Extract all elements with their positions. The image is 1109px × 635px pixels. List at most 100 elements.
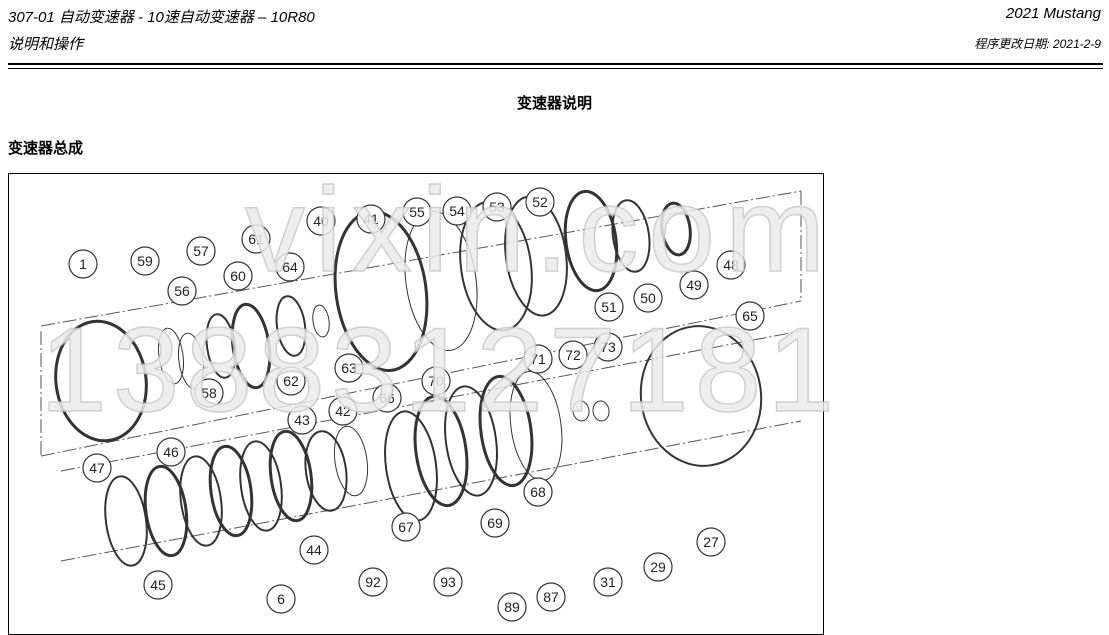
callout-circle	[194, 378, 224, 408]
callout-circle	[82, 453, 112, 483]
callout-number: 46	[163, 444, 179, 460]
transmission-part	[54, 319, 148, 443]
transmission-part	[660, 201, 692, 257]
callout-circle	[276, 366, 306, 396]
callout-circle	[696, 527, 726, 557]
callout-circle	[241, 224, 271, 254]
transmission-part	[104, 475, 148, 567]
transmission-part	[611, 199, 651, 273]
callout-circle	[421, 366, 451, 396]
transmission-part	[208, 444, 254, 538]
callout-number: 58	[201, 385, 217, 401]
callout-circle	[143, 570, 173, 600]
header-divider	[8, 63, 1103, 69]
callout-number: 73	[600, 339, 616, 355]
callout-circle	[558, 340, 588, 370]
callout-circle	[334, 353, 364, 383]
callout-circle	[306, 206, 336, 236]
callout-number: 65	[742, 308, 758, 324]
callout-circle	[523, 477, 553, 507]
transmission-part	[404, 211, 478, 351]
callout-number: 92	[365, 574, 381, 590]
callout-number: 27	[703, 534, 719, 550]
transmission-part	[143, 464, 189, 558]
callout-circle	[275, 252, 305, 282]
callout-number: 52	[532, 194, 548, 210]
centerline	[40, 190, 802, 327]
revision-date: 程序更改日期: 2021-2-9	[974, 37, 1101, 51]
callout-circle	[402, 197, 432, 227]
transmission-part	[275, 295, 307, 357]
transmission-part	[179, 455, 223, 547]
callout-circle	[186, 236, 216, 266]
callout-number: 44	[306, 542, 322, 558]
callout-circle	[480, 508, 510, 538]
section-heading: 变速器总成	[8, 140, 84, 157]
transmission-part	[312, 304, 330, 338]
callout-circle	[716, 250, 746, 280]
callout-circle	[482, 192, 512, 222]
transmission-part	[304, 430, 348, 512]
callout-number: 72	[565, 347, 581, 363]
callout-circle	[433, 567, 463, 597]
callout-circle	[735, 301, 765, 331]
centerline	[60, 330, 802, 472]
transmission-part	[230, 302, 272, 390]
callout-circle	[643, 552, 673, 582]
transmission-part	[333, 210, 429, 372]
callout-number: 50	[640, 290, 656, 306]
callout-number: 45	[150, 577, 166, 593]
callout-circle	[223, 261, 253, 291]
callout-number: 49	[686, 277, 702, 293]
vehicle-label: 2021 Mustang	[1005, 5, 1101, 22]
callout-number: 62	[283, 373, 299, 389]
transmission-part	[333, 425, 369, 497]
transmission-part	[639, 325, 763, 467]
centerline	[60, 420, 802, 562]
callout-number: 69	[487, 515, 503, 531]
transmission-part	[239, 440, 283, 532]
callout-number: 1	[79, 256, 87, 272]
callout-number: 59	[137, 253, 153, 269]
transmission-part	[572, 400, 590, 422]
callout-number: 54	[449, 203, 465, 219]
callout-circle	[328, 396, 358, 426]
transmission-part	[563, 189, 619, 293]
callout-number: 68	[530, 484, 546, 500]
subsection-title: 说明和操作	[8, 36, 84, 53]
transmission-part	[592, 400, 610, 422]
callout-circle	[442, 196, 472, 226]
callout-circle	[536, 582, 566, 612]
callout-circle	[68, 249, 98, 279]
transmission-part	[384, 410, 438, 522]
callout-circle	[633, 283, 663, 313]
page-title: 变速器说明	[516, 95, 592, 112]
section-title: 307-01 自动变速器 - 10速自动变速器 – 10R80	[8, 9, 315, 26]
callout-circle	[266, 584, 296, 614]
callout-number: 55	[409, 204, 425, 220]
callout-circle	[525, 187, 555, 217]
callout-number: 70	[428, 373, 444, 389]
callout-circle	[299, 535, 329, 565]
callout-circle	[130, 246, 160, 276]
transmission-part	[413, 394, 469, 508]
callout-circle	[593, 567, 623, 597]
callout-number: 71	[530, 351, 546, 367]
callout-circle	[594, 292, 624, 322]
callout-number: 87	[543, 589, 559, 605]
callout-circle	[358, 567, 388, 597]
callout-number: 56	[174, 283, 190, 299]
callout-number: 93	[440, 574, 456, 590]
callout-number: 42	[335, 403, 351, 419]
callout-number: 48	[723, 257, 739, 273]
callout-number: 31	[600, 574, 616, 590]
centerline	[40, 300, 802, 457]
callout-number: 57	[193, 243, 209, 259]
callout-number: 43	[294, 412, 310, 428]
callout-circle	[356, 204, 386, 234]
callout-circle	[523, 344, 553, 374]
callout-number: 29	[650, 559, 666, 575]
callout-circle	[372, 383, 402, 413]
